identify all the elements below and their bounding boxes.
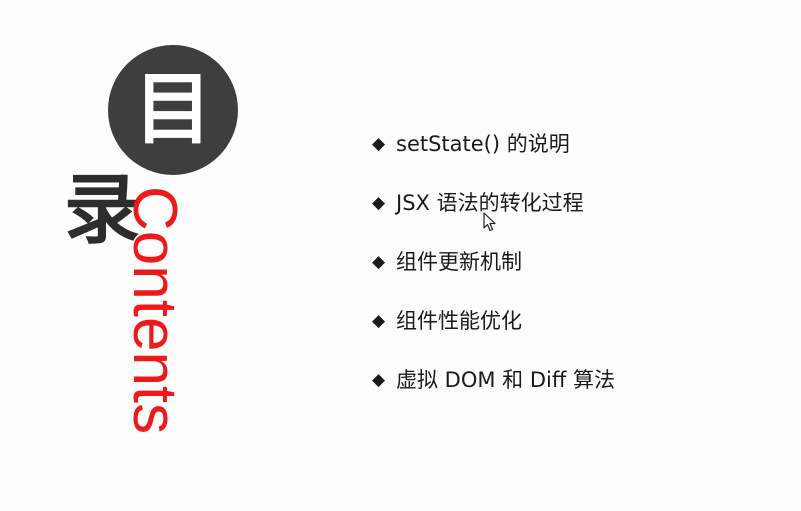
contents-title: Contents — [120, 186, 189, 435]
diamond-bullet-icon: ◆ — [372, 193, 386, 213]
contents-list: ◆ setState() 的说明 ◆ JSX 语法的转化过程 ◆ 组件更新机制 … — [372, 128, 615, 423]
title-circle: 目 — [108, 45, 238, 175]
diamond-bullet-icon: ◆ — [372, 311, 386, 331]
list-item: ◆ 组件更新机制 — [372, 246, 615, 305]
list-item-label: JSX 语法的转化过程 — [396, 191, 584, 215]
list-item-label: setState() 的说明 — [396, 132, 570, 156]
list-item: ◆ 虚拟 DOM 和 Diff 算法 — [372, 364, 615, 423]
diamond-bullet-icon: ◆ — [372, 134, 386, 154]
list-item: ◆ JSX 语法的转化过程 — [372, 187, 615, 246]
title-char-lu: 录 — [64, 165, 140, 254]
diamond-bullet-icon: ◆ — [372, 370, 386, 390]
list-item-label: 组件更新机制 — [396, 250, 522, 274]
list-item-label: 组件性能优化 — [396, 309, 522, 333]
list-item-label: 虚拟 DOM 和 Diff 算法 — [396, 368, 615, 392]
list-item: ◆ setState() 的说明 — [372, 128, 615, 187]
diamond-bullet-icon: ◆ — [372, 252, 386, 272]
list-item: ◆ 组件性能优化 — [372, 305, 615, 364]
mouse-cursor-icon — [483, 212, 496, 232]
title-char-mu: 目 — [133, 65, 212, 155]
